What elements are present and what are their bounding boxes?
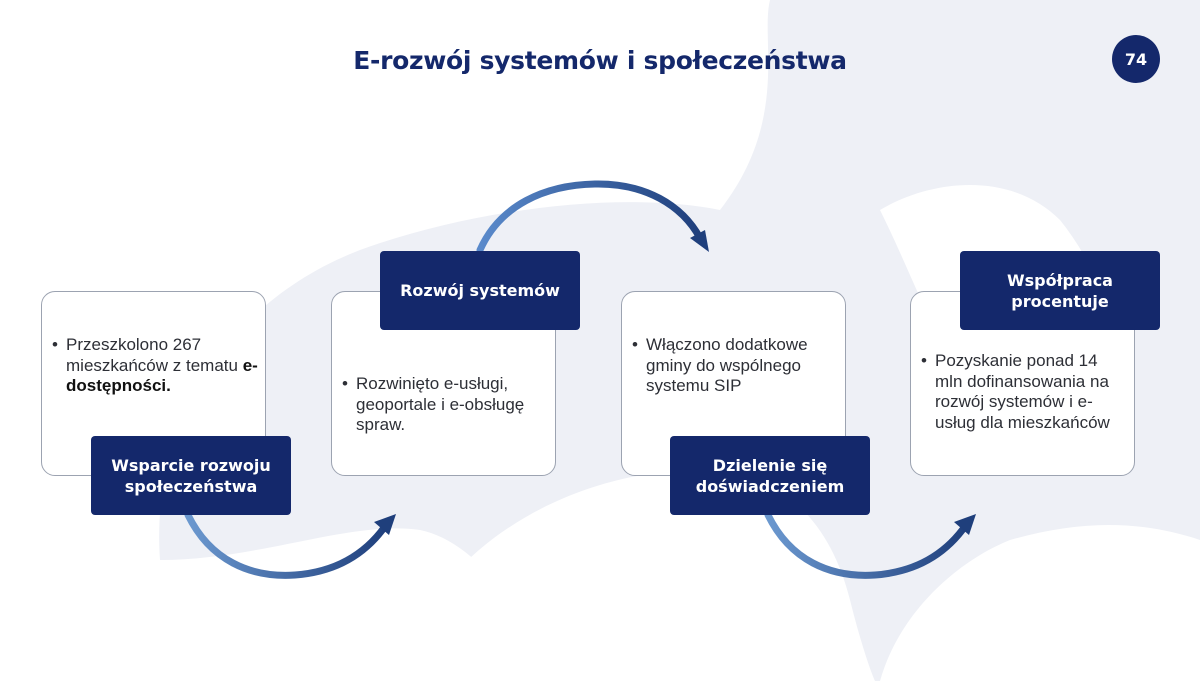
page-number-badge: 74 [1112,35,1160,83]
step-1-text-bold: e-dostępności. [66,355,258,396]
step-label-1: Wsparcie rozwoju społeczeństwa [91,436,291,515]
step-label-4: Współpraca procentuje [960,251,1160,330]
step-card-1: Przeszkolono 267 mieszkańców z tematu e-… [41,291,266,476]
page-title: E-rozwój systemów i społeczeństwa [353,46,847,75]
step-4-text: Pozyskanie ponad 14 mln dofinansowania n… [919,351,1119,433]
step-label-2: Rozwój systemów [380,251,580,330]
step-1-text: Przeszkolono 267 mieszkańców z tematu e-… [50,335,260,397]
step-3-text: Włączono dodatkowe gminy do wspólnego sy… [630,335,835,397]
step-1-text-plain: Przeszkolono 267 mieszkańców z tematu [66,335,238,375]
step-2-text: Rozwinięto e-usługi, geoportale i e-obsł… [340,374,550,436]
step-label-3: Dzielenie się doświadczeniem [670,436,870,515]
